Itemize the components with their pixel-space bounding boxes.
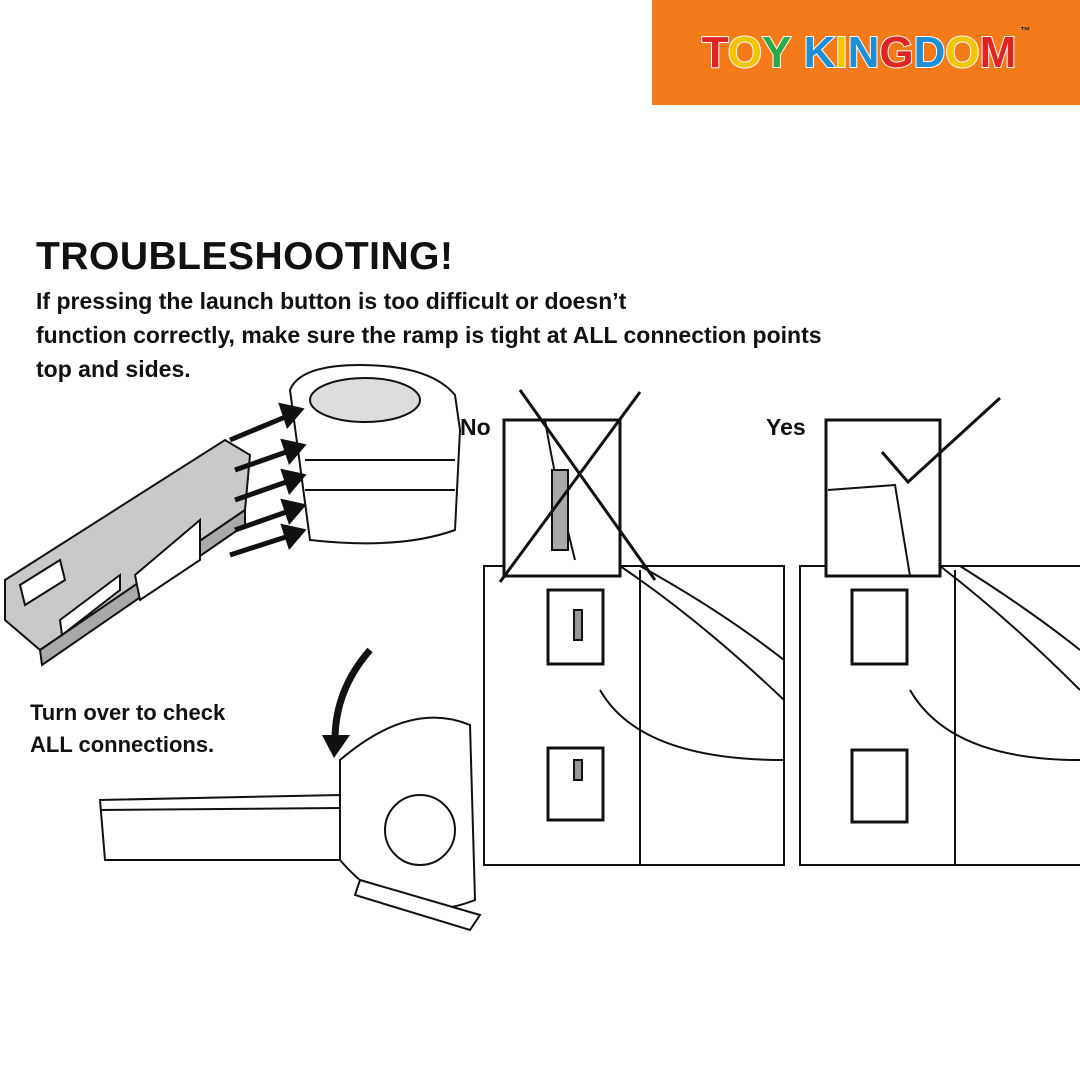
page-title: TROUBLESHOOTING! <box>36 235 454 278</box>
logo-letter: D <box>913 27 947 78</box>
connection-arrows <box>229 402 307 558</box>
turn-over-arrow-icon <box>322 647 373 758</box>
no-detail-panel <box>483 389 785 866</box>
logo-letter: K <box>803 27 837 78</box>
logo-letter: T <box>701 27 729 78</box>
logo-wordmark: TOY KINGDOM <box>701 27 1018 78</box>
yes-detail-panel <box>799 396 1080 866</box>
logo-letter: G <box>878 27 914 78</box>
toy-kingdom-logo: TOY KINGDOM ™ <box>652 0 1080 105</box>
logo-letter: Y <box>761 27 792 78</box>
turn-over-text: Turn over to check ALL connections. <box>30 700 226 757</box>
logo-letter: I <box>834 27 848 78</box>
trademark-symbol: ™ <box>1020 26 1031 37</box>
logo-letter: M <box>979 27 1018 78</box>
ramp-illustration <box>4 438 252 667</box>
flipped-ramp-illustration <box>98 716 482 932</box>
label-yes: Yes <box>766 414 806 440</box>
instructions-text: If pressing the launch button is too dif… <box>36 288 822 382</box>
logo-letter: O <box>944 27 980 78</box>
launcher-tower-illustration <box>288 363 462 545</box>
logo-letter: N <box>847 27 881 78</box>
logo-letter: O <box>727 27 763 78</box>
label-no: No <box>460 414 491 440</box>
